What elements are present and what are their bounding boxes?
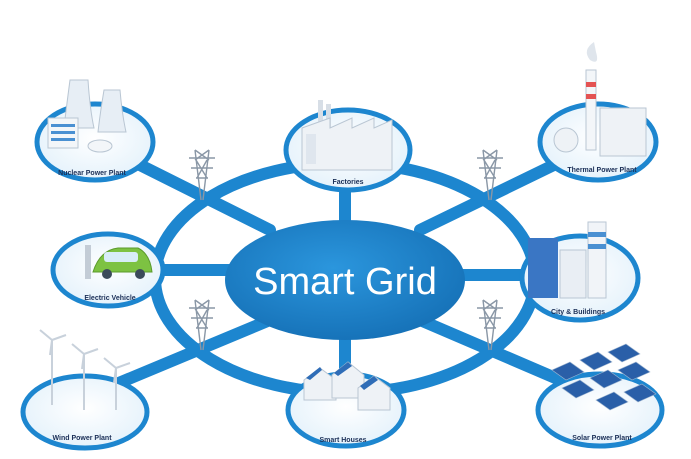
node-wind: Wind Power Plant [20, 329, 150, 451]
smart-house-icon [303, 361, 391, 411]
city-buildings-icon [528, 221, 607, 299]
node-label: Thermal Power Plant [567, 167, 637, 174]
node-label: Nuclear Power Plant [58, 170, 126, 177]
node-city: City & Buildings [519, 221, 641, 323]
pylon-icon [189, 149, 215, 201]
factory-icon [301, 100, 393, 171]
pylons [189, 149, 503, 351]
node-solar: Solar Power Plant [535, 343, 665, 449]
node-factories: Factories [283, 100, 413, 193]
node-label: Electric Vehicle [84, 295, 135, 302]
node-ev: Electric Vehicle [50, 231, 166, 309]
thermal-plant-icon [553, 42, 647, 157]
pylon-icon [189, 299, 215, 351]
node-label: Factories [332, 179, 363, 186]
node-houses: Smart Houses [285, 361, 407, 449]
pylon-icon [477, 149, 503, 201]
node-label: Wind Power Plant [52, 435, 112, 442]
node-nuclear: Nuclear Power Plant [34, 79, 156, 183]
solar-panel-icon [551, 343, 657, 411]
pylon-icon [477, 299, 503, 351]
hub-title: Smart Grid [253, 261, 437, 303]
node-thermal: Thermal Power Plant [537, 42, 659, 183]
electric-car-icon [85, 245, 153, 279]
node-label: City & Buildings [551, 309, 605, 316]
node-label: Solar Power Plant [572, 435, 632, 442]
nuclear-plant-icon [47, 79, 127, 153]
node-label: Smart Houses [319, 437, 366, 444]
hub: Smart Grid [225, 220, 465, 340]
wind-turbine-icon [39, 329, 131, 410]
